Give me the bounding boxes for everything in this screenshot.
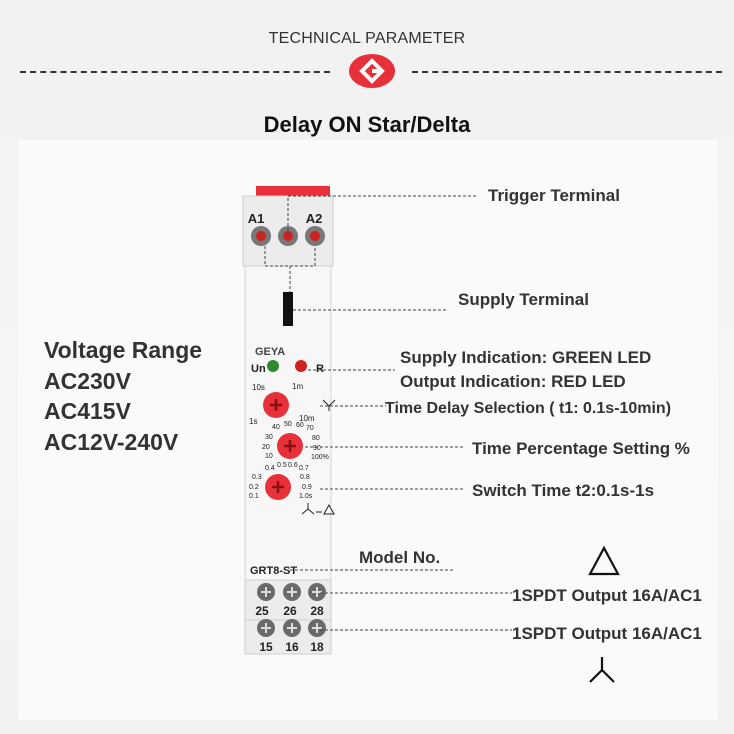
voltage-heading: Voltage Range	[44, 337, 203, 363]
divider-left	[20, 71, 330, 73]
top-clip	[256, 186, 330, 196]
dial3-tick: 0.5	[277, 462, 287, 469]
dial3-tick: 0.9	[302, 484, 312, 491]
terminal-28: 28	[310, 604, 324, 618]
callout-output-2: 1SPDT Output 16A/AC1	[512, 624, 702, 643]
led-r-label: R	[316, 363, 324, 375]
callout-lines	[264, 195, 512, 631]
callout-output-1: 1SPDT Output 16A/AC1	[512, 586, 702, 605]
dial1-label-10m: 10m	[299, 414, 315, 423]
dial2-tick: 60	[296, 422, 304, 429]
callout-supply-terminal: Supply Terminal	[458, 290, 589, 309]
callout-time-percentage: Time Percentage Setting %	[472, 439, 690, 458]
dial2-tick: 70	[306, 425, 314, 432]
star-symbol-small	[301, 503, 315, 515]
supply-slot	[283, 292, 293, 326]
dial2-tick: 30	[265, 434, 273, 441]
page-title: Delay ON Star/Delta	[263, 112, 471, 137]
dial2-tick: 10	[265, 453, 273, 460]
dial2-tick: 90	[313, 445, 321, 452]
star-symbol-icon	[589, 657, 615, 683]
model-label: GRT8-ST	[250, 565, 297, 577]
dial3-tick: 0.6	[288, 462, 298, 469]
terminal-18: 18	[310, 640, 324, 654]
delta-symbol-small	[323, 503, 335, 515]
dial2-tick: 20	[262, 444, 270, 451]
callout-time-delay: Time Delay Selection ( t1: 0.1s-10min)	[385, 400, 672, 417]
brand-logo-icon	[349, 54, 395, 88]
callout-output-indication: Output Indication: RED LED	[400, 372, 626, 391]
voltage-value-3: AC12V-240V	[44, 429, 179, 455]
terminal-16: 16	[285, 640, 299, 654]
terminal-15: 15	[259, 640, 273, 654]
red-led	[295, 360, 307, 372]
terminal-25: 25	[255, 604, 269, 618]
led-un-label: Un	[251, 363, 266, 375]
callout-model-no: Model No.	[359, 548, 441, 567]
dial2-tick: 100%	[311, 454, 329, 461]
delta-symbol-icon	[588, 545, 620, 576]
dial3-tick: 0.7	[299, 465, 309, 472]
callout-supply-indication: Supply Indication: GREEN LED	[400, 348, 652, 367]
section-title: TECHNICAL PARAMETER	[268, 30, 466, 47]
star-symbol-callout	[322, 399, 336, 411]
dial3-tick: 1.0s	[299, 493, 313, 500]
divider-right	[412, 71, 722, 73]
dial2-tick: 80	[312, 435, 320, 442]
dial2-tick: 50	[284, 421, 292, 428]
device-brand: GEYA	[255, 346, 285, 358]
callout-switch-time: Switch Time t2:0.1s-1s	[472, 481, 655, 500]
top-screws	[251, 226, 325, 246]
dial3-tick: 0.2	[249, 484, 259, 491]
dial2-tick: 40	[272, 424, 280, 431]
dial1-label-10s: 10s	[252, 383, 265, 392]
dial3-tick: 0.1	[249, 493, 259, 500]
terminal-a2-label: A2	[306, 211, 323, 226]
dial1-label-1s: 1s	[249, 417, 257, 426]
product-panel	[18, 140, 718, 720]
callout-trigger-terminal: Trigger Terminal	[488, 186, 620, 205]
terminal-a1-label: A1	[248, 211, 265, 226]
dial3-tick: 0.3	[252, 474, 262, 481]
dial3-tick: 0.4	[265, 465, 275, 472]
green-led	[267, 360, 279, 372]
dial3-tick: 0.8	[300, 474, 310, 481]
voltage-value-2: AC415V	[44, 398, 131, 424]
terminal-26: 26	[283, 604, 297, 618]
voltage-value-1: AC230V	[44, 368, 131, 394]
dial1-label-1m: 1m	[292, 382, 303, 391]
